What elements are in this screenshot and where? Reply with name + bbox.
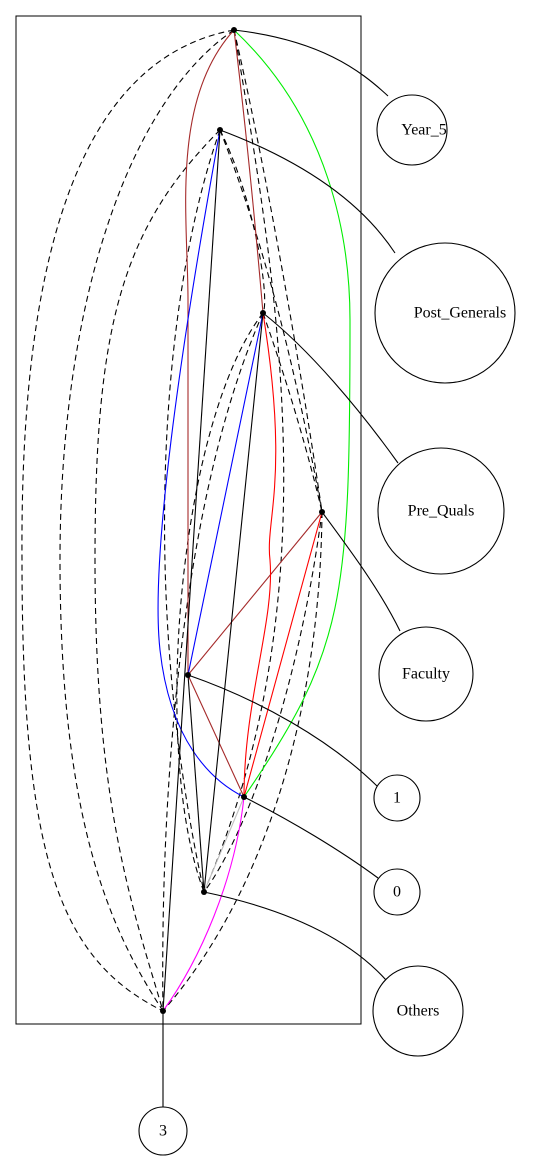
- node-label-zero: 0: [393, 884, 401, 901]
- red-edges: [243, 312, 323, 798]
- label-connectors: [187, 29, 401, 981]
- vertex-zero: [241, 794, 247, 800]
- edge-red: [243, 312, 277, 798]
- vertex-others: [201, 889, 207, 895]
- node-circle-pre-quals: [377, 447, 505, 575]
- edge-dashed: [163, 129, 221, 893]
- edge-dashed: [94, 129, 221, 1012]
- connector-faculty: [321, 511, 401, 632]
- vertices: [160, 27, 325, 1014]
- edge-brown: [187, 674, 245, 798]
- vertex-one: [185, 672, 191, 678]
- label-nodes: [138, 94, 516, 1156]
- edge-dashed: [162, 511, 323, 1012]
- connector-one: [187, 674, 378, 787]
- node-label-pre-quals: Pre_Quals: [408, 503, 475, 520]
- node-label-one: 1: [393, 790, 401, 807]
- edge-dashed: [219, 129, 266, 314]
- edge-brown: [185, 29, 235, 675]
- vertex-year5: [231, 27, 237, 33]
- node-circle-three: [138, 1106, 188, 1156]
- edge-dashed: [233, 29, 323, 513]
- edge-dashed: [176, 312, 264, 893]
- edge-dashed: [162, 312, 264, 1012]
- node-label-three: 3: [159, 1123, 167, 1140]
- dashed-edges: [21, 29, 323, 1012]
- label-texts: Year_5 Post_Generals Pre_Quals Faculty 1…: [159, 122, 506, 1140]
- edge-dashed: [21, 29, 235, 1012]
- edge-dashed: [262, 312, 323, 513]
- edge-black: [162, 129, 221, 1012]
- edge-blue: [157, 129, 245, 798]
- edge-dashed: [219, 129, 323, 513]
- vertex-faculty: [319, 509, 325, 515]
- edge-dashed: [59, 29, 235, 1012]
- edge-magenta: [162, 796, 245, 1012]
- connector-zero: [243, 796, 379, 879]
- node-label-post-generals: Post_Generals: [414, 305, 506, 322]
- vertex-post-generals: [217, 127, 223, 133]
- edge-brown: [187, 511, 323, 676]
- edge-gray: [203, 796, 245, 893]
- node-label-others: Others: [397, 1003, 440, 1020]
- node-circle-others: [372, 965, 464, 1057]
- connector-others: [203, 891, 387, 981]
- node-circle-year5: [376, 94, 448, 166]
- cluster-frame: [15, 15, 362, 1025]
- node-circle-zero: [373, 868, 421, 916]
- node-circle-post-generals: [374, 242, 516, 384]
- edge-brown: [233, 29, 264, 314]
- node-label-year5: Year_5: [401, 122, 446, 139]
- brown-edges: [185, 29, 323, 798]
- black-edges: [162, 129, 264, 1107]
- edge-dashed: [203, 511, 323, 893]
- connector-post-generals: [219, 129, 396, 254]
- edge-red: [243, 511, 323, 798]
- connector-year5: [233, 29, 389, 97]
- edge-green: [233, 29, 351, 798]
- node-label-faculty: Faculty: [402, 666, 450, 683]
- edge-dashed: [203, 29, 285, 893]
- blue-edges: [157, 129, 264, 798]
- edge-black: [187, 674, 205, 893]
- node-circle-one: [373, 774, 421, 822]
- edge-blue: [187, 312, 264, 676]
- vertex-three: [160, 1008, 166, 1014]
- node-circle-faculty: [378, 626, 474, 722]
- connector-pre-quals: [262, 312, 399, 464]
- vertex-pre-quals: [260, 310, 266, 316]
- edge-black: [203, 312, 264, 893]
